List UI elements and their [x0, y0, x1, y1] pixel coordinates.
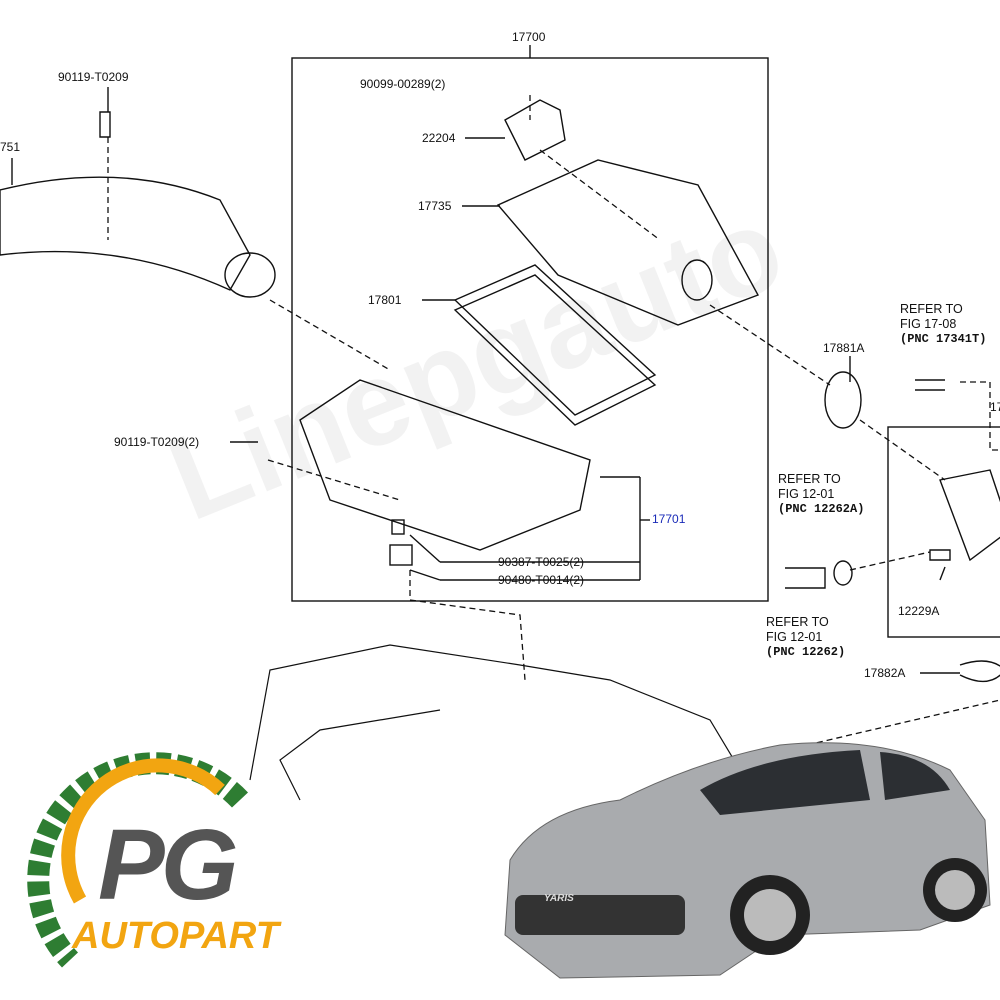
assembly-box-right: [887, 426, 1000, 638]
part-17735: 17735: [418, 199, 452, 213]
part-90099: 90099-00289(2): [360, 77, 446, 91]
logo-autopart-text: AUTOPART: [72, 915, 279, 957]
part-90480: 90480-T0014(2): [498, 573, 585, 587]
ref-pnc: (PNC 12262): [766, 645, 846, 659]
part-17700: 17700: [512, 30, 546, 44]
part-90119-t0209: 90119-T0209: [58, 70, 129, 84]
ref-line: REFER TO: [778, 472, 841, 486]
part-90387: 90387-T0025(2): [498, 555, 585, 569]
reference-note-12262: REFER TO FIG 12-01 (PNC 12262): [766, 615, 845, 660]
reference-note-12262a: REFER TO FIG 12-01 (PNC 12262A): [778, 472, 864, 517]
part-17881a: 17881A: [823, 341, 865, 355]
ref-line: REFER TO: [900, 302, 963, 316]
part-17-cut: 17: [990, 400, 1000, 414]
part-12229a: 12229A: [898, 604, 940, 618]
part-90119-t0209-2: 90119-T0209(2): [114, 435, 200, 449]
logo-pg-text: PG: [98, 809, 238, 921]
ref-pnc: (PNC 17341T): [900, 332, 987, 346]
part-17751: 751: [0, 140, 21, 154]
part-22204: 22204: [422, 131, 456, 145]
part-17701[interactable]: 17701: [652, 512, 686, 526]
car-image: [504, 742, 991, 979]
pg-logo-gear: [27, 752, 248, 968]
part-17882a: 17882A: [864, 666, 906, 680]
reference-note-17341t: REFER TO FIG 17-08 (PNC 17341T): [900, 302, 986, 347]
ref-fig: FIG 12-01: [778, 487, 835, 501]
ref-fig: FIG 12-01: [766, 630, 823, 644]
car-badge: YARIS: [544, 893, 574, 904]
assembly-box-17700: [291, 57, 769, 602]
ref-pnc: (PNC 12262A): [778, 502, 865, 516]
part-17801: 17801: [368, 293, 402, 307]
ref-line: REFER TO: [766, 615, 829, 629]
ref-fig: FIG 17-08: [900, 317, 957, 331]
